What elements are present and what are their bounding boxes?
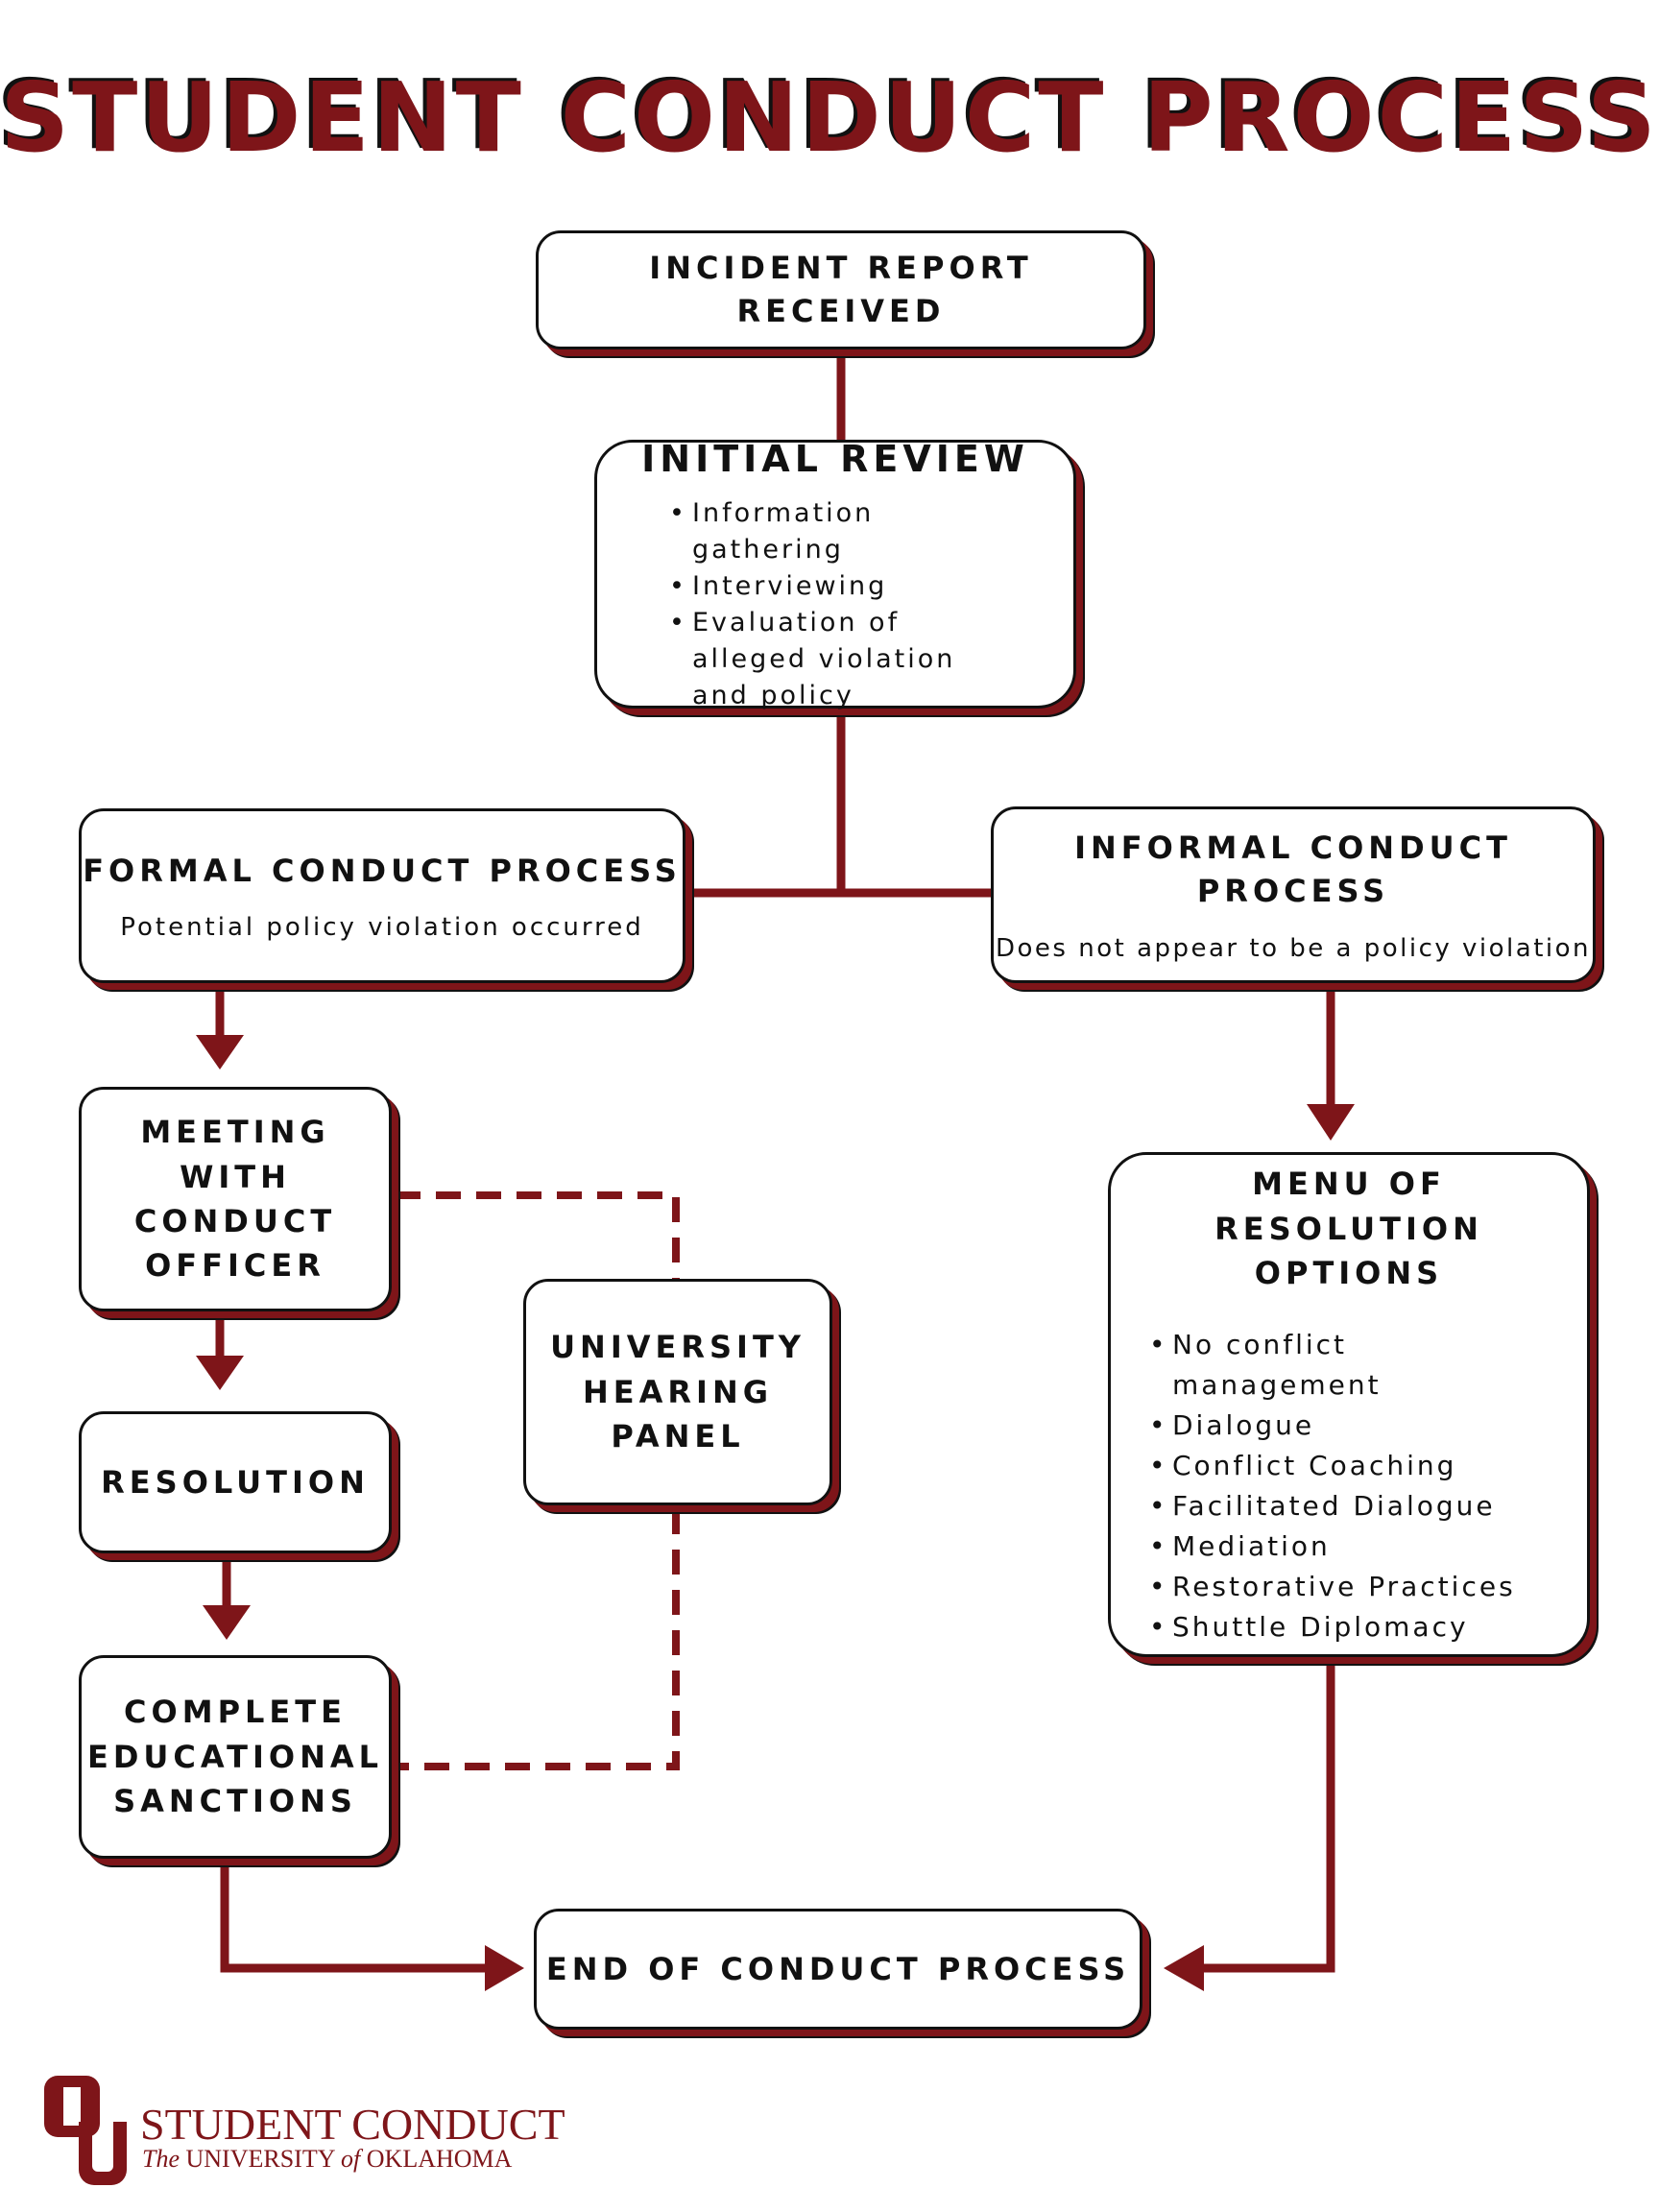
list-item: Information gathering — [667, 495, 1003, 568]
meeting-officer-label: MEETING WITH CONDUCT OFFICER — [133, 1114, 337, 1285]
arrowhead-to-menu — [1307, 1104, 1355, 1141]
sanctions-box: COMPLETE EDUCATIONAL SANCTIONS — [79, 1655, 392, 1859]
hearing-panel-label: UNIVERSITY HEARING PANEL — [550, 1329, 805, 1455]
meeting-officer-box: MEETING WITH CONDUCT OFFICER — [79, 1087, 392, 1311]
connector-menu-end — [1200, 1661, 1335, 1973]
resolution-options-label: MENU OF RESOLUTION OPTIONS — [1214, 1166, 1483, 1292]
formal-conduct-box: FORMAL CONDUCT PROCESS Potential policy … — [79, 808, 685, 983]
initial-review-list: Information gathering Interviewing Evalu… — [667, 495, 1003, 714]
sanctions-label: COMPLETE EDUCATIONAL SANCTIONS — [86, 1694, 384, 1820]
formal-conduct-subtitle: Potential policy violation occurred — [120, 913, 644, 943]
resolution-label: RESOLUTION — [101, 1463, 370, 1501]
footer-university-word: UNIVERSITY — [185, 2145, 335, 2173]
incident-report-box: INCIDENT REPORT RECEIVED — [536, 230, 1146, 349]
end-process-label: END OF CONDUCT PROCESS — [545, 1950, 1131, 1987]
list-item: No conflict management — [1147, 1325, 1551, 1406]
footer-state: OKLAHOMA — [366, 2145, 513, 2173]
footer-of: of — [341, 2145, 361, 2173]
dashed-connector-panel-sanctions — [396, 1509, 680, 1770]
list-item: Dialogue — [1147, 1406, 1551, 1446]
ou-logo-icon — [44, 2076, 127, 2185]
arrowhead-to-resolution — [196, 1356, 244, 1390]
footer-university: The UNIVERSITY of OKLAHOMA — [142, 2145, 512, 2174]
list-item: Restorative Practices — [1147, 1567, 1551, 1607]
informal-conduct-box: INFORMAL CONDUCT PROCESS Does not appear… — [991, 806, 1596, 983]
informal-conduct-label: INFORMAL CONDUCT PROCESS — [1074, 830, 1512, 909]
list-item: Shuttle Diplomacy — [1147, 1607, 1551, 1647]
initial-review-label: INITIAL REVIEW — [641, 438, 1029, 481]
list-item: Mediation — [1147, 1527, 1551, 1567]
list-item: Evaluation of alleged violation and poli… — [667, 605, 1003, 714]
hearing-panel-box: UNIVERSITY HEARING PANEL — [523, 1279, 832, 1505]
resolution-box: RESOLUTION — [79, 1411, 392, 1553]
resolution-options-box: MENU OF RESOLUTION OPTIONS No conflict m… — [1108, 1152, 1590, 1657]
incident-report-label: INCIDENT REPORT RECEIVED — [649, 250, 1033, 329]
list-item: Conflict Coaching — [1147, 1446, 1551, 1486]
footer-brand: STUDENT CONDUCT — [140, 2100, 565, 2149]
arrowhead-to-sanctions — [203, 1605, 251, 1640]
footer-the: The — [142, 2145, 180, 2173]
initial-review-box: INITIAL REVIEW Information gathering Int… — [594, 438, 1076, 710]
list-item: Interviewing — [667, 568, 1003, 605]
list-item: Facilitated Dialogue — [1147, 1486, 1551, 1527]
arrowhead-to-meeting — [196, 1035, 244, 1070]
arrowhead-sanctions-to-end — [485, 1945, 524, 1991]
dashed-connector-meeting-panel — [396, 1191, 680, 1279]
connector-sanctions-end — [220, 1861, 490, 1973]
page-title: STUDENT CONDUCT PROCESS — [0, 61, 1659, 174]
end-process-box: END OF CONDUCT PROCESS — [534, 1909, 1142, 2030]
arrowhead-menu-to-end — [1164, 1945, 1204, 1991]
formal-conduct-label: FORMAL CONDUCT PROCESS — [83, 852, 682, 889]
informal-conduct-subtitle: Does not appear to be a policy violation — [995, 933, 1591, 963]
resolution-options-list: No conflict management Dialogue Conflict… — [1147, 1325, 1551, 1647]
